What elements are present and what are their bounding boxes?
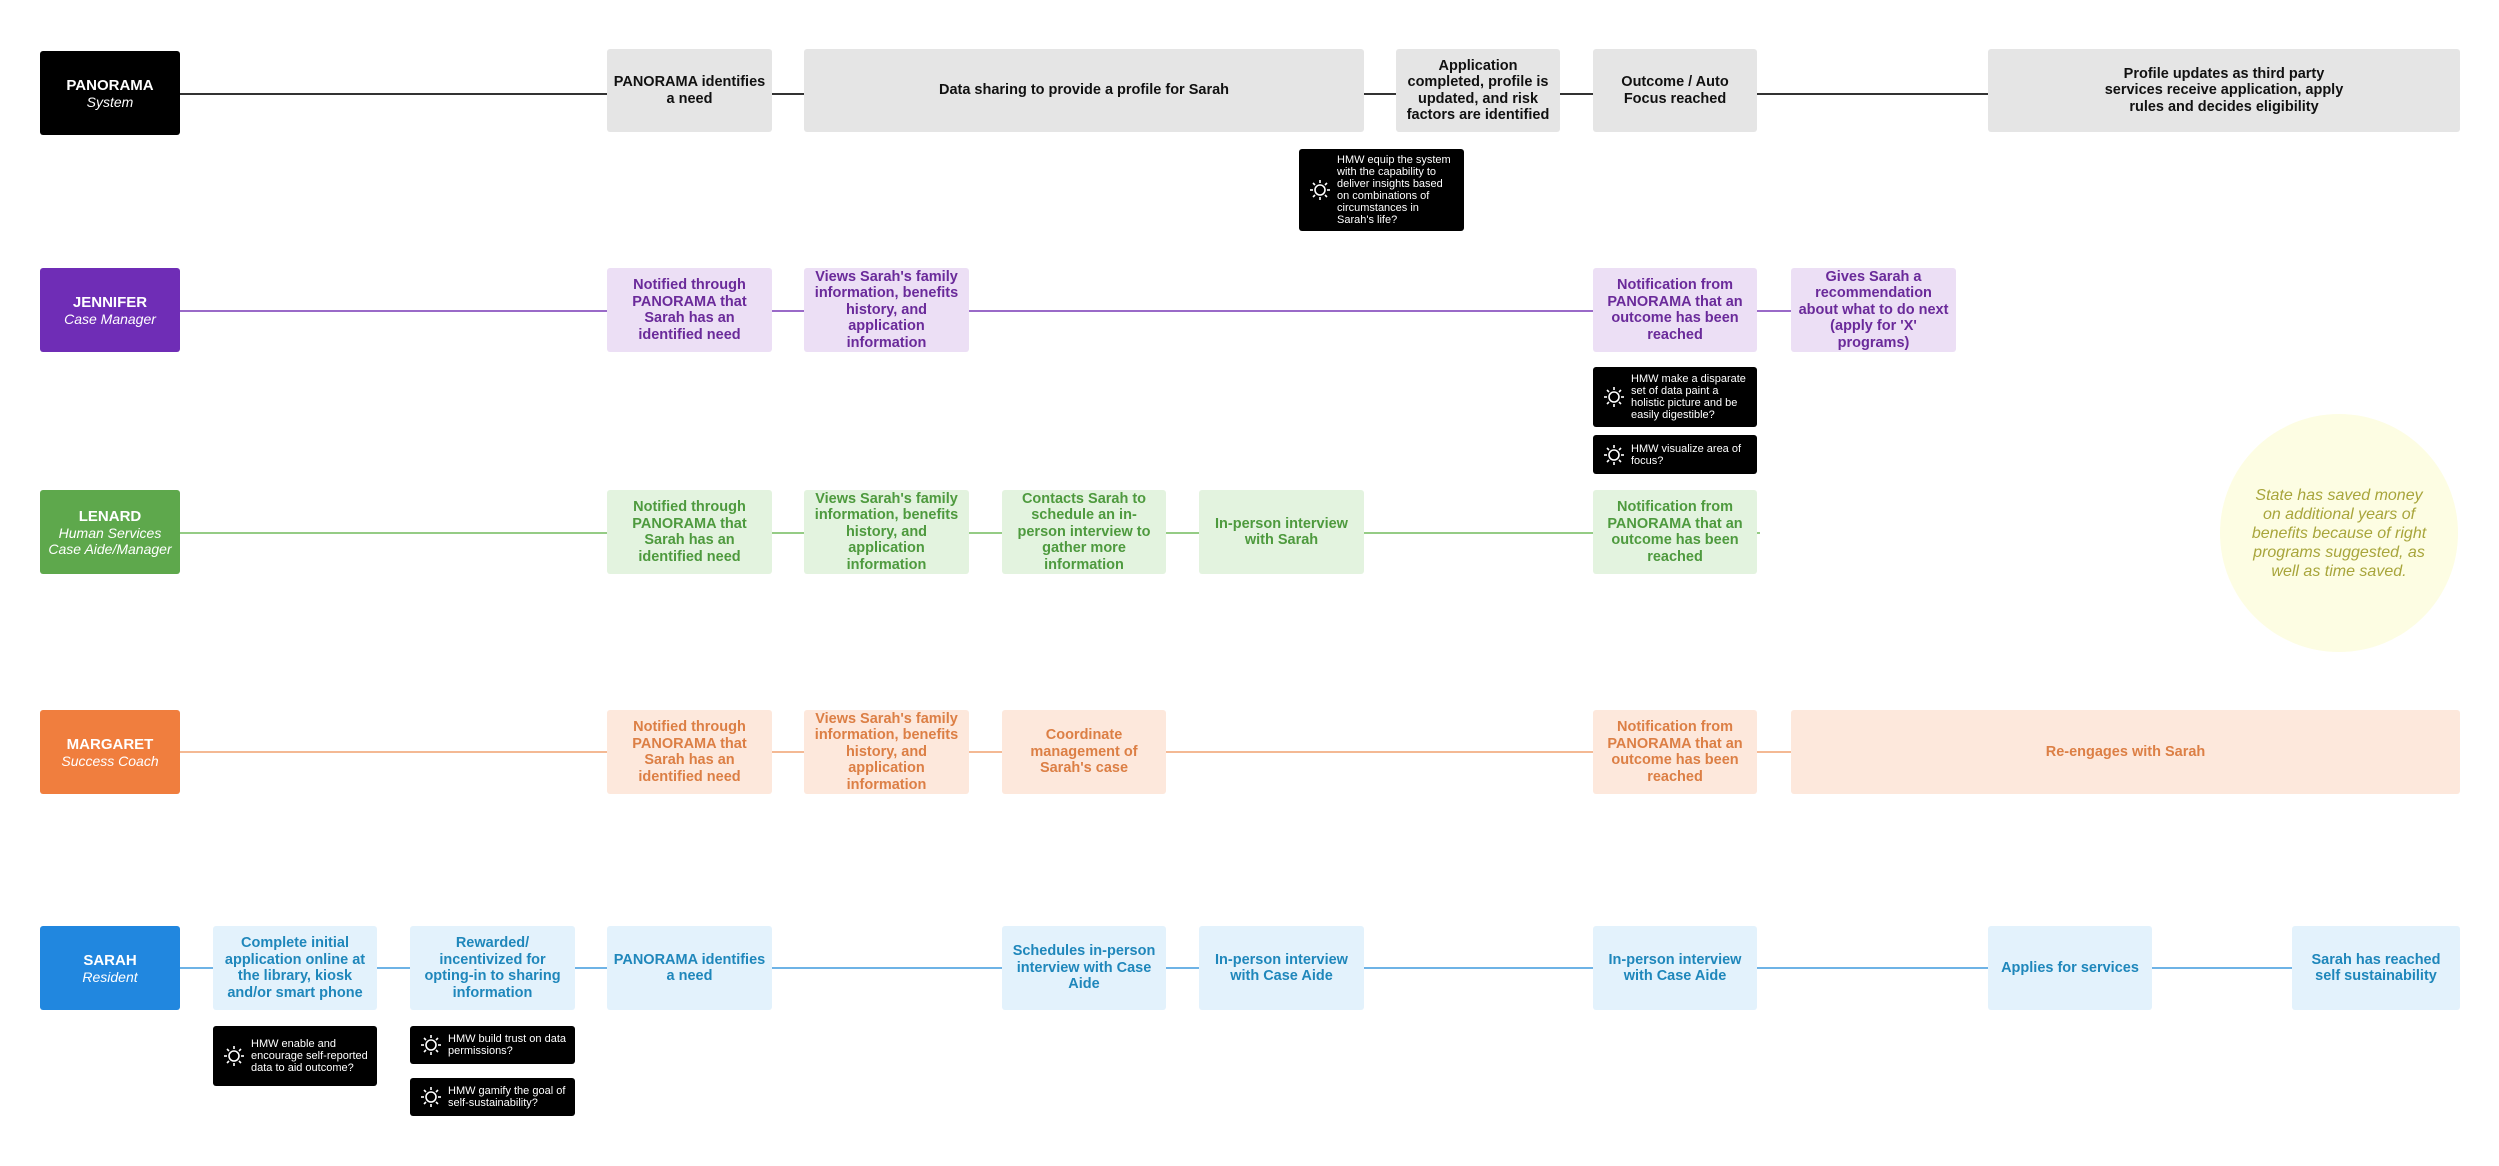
lane-line-lenard [180,532,1760,534]
actor-role: Human Services Case Aide/Manager [48,524,172,557]
step-card: Complete initial application online at t… [213,926,377,1010]
actor-panorama: PANORAMA System [40,51,180,135]
step-card: PANORAMA identifies a need [607,49,772,132]
step-card: Notified through PANORAMA that Sarah has… [607,268,772,352]
step-card: Coordinate management of Sarah's case [1002,710,1166,794]
step-card: Outcome / Auto Focus reached [1593,49,1757,132]
step-card: PANORAMA identifies a need [607,926,772,1010]
hmw-note: HMW equip the system with the capability… [1299,149,1464,231]
actor-lenard: LENARD Human Services Case Aide/Manager [40,490,180,574]
step-card: Notified through PANORAMA that Sarah has… [607,710,772,794]
actor-name: JENNIFER [72,293,148,311]
hmw-note: HMW gamify the goal of self-sustainabili… [410,1078,575,1116]
actor-role: Success Coach [61,752,159,769]
step-card: Notification from PANORAMA that an outco… [1593,268,1757,352]
hmw-note: HMW build trust on data permissions? [410,1026,575,1064]
step-card: In-person interview with Case Aide [1199,926,1364,1010]
step-card: Re-engages with Sarah [1791,710,2460,794]
hmw-text: HMW equip the system with the capability… [1337,154,1451,226]
lightbulb-icon [1310,180,1330,200]
step-card: In-person interview with Sarah [1199,490,1364,574]
actor-role: System [86,93,134,110]
lightbulb-icon [421,1087,441,1107]
step-card: Views Sarah's family information, benefi… [804,490,969,574]
lightbulb-icon [1604,444,1624,465]
actor-role: Case Manager [64,310,156,327]
step-card: Profile updates as third party services … [1988,49,2460,132]
step-card: Application completed, profile is update… [1396,49,1560,132]
step-card: Views Sarah's family information, benefi… [804,268,969,352]
lane-line-margaret [180,751,2460,753]
hmw-text: HMW enable and encourage self-reported d… [251,1038,368,1074]
actor-name: MARGARET [66,735,154,753]
actor-sarah: SARAH Resident [40,926,180,1010]
lightbulb-icon [1604,387,1624,407]
step-card: Gives Sarah a recommendation about what … [1791,268,1956,352]
hmw-text: HMW gamify the goal of self-sustainabili… [448,1085,566,1109]
hmw-note: HMW make a disparate set of data paint a… [1593,367,1757,427]
step-card: Sarah has reached self sustainability [2292,926,2460,1010]
hmw-note: HMW visualize area of focus? [1593,435,1757,474]
step-card: Notification from PANORAMA that an outco… [1593,490,1757,574]
actor-margaret: MARGARET Success Coach [40,710,180,794]
step-card: Rewarded/ incentivized for opting-in to … [410,926,575,1010]
actor-name: SARAH [83,951,137,969]
hmw-note: HMW enable and encourage self-reported d… [213,1026,377,1086]
lightbulb-icon [224,1046,244,1066]
outcome-bubble: State has saved money on additional year… [2220,414,2458,652]
step-card: Schedules in-person interview with Case … [1002,926,1166,1010]
hmw-text: HMW visualize area of focus? [1631,442,1742,467]
actor-role: Resident [82,968,138,985]
step-card: Notification from PANORAMA that an outco… [1593,710,1757,794]
step-card: Views Sarah's family information, benefi… [804,710,969,794]
actor-jennifer: JENNIFER Case Manager [40,268,180,352]
step-card: Notified through PANORAMA that Sarah has… [607,490,772,574]
step-card: Contacts Sarah to schedule an in-person … [1002,490,1166,574]
hmw-text: HMW build trust on data permissions? [448,1033,566,1057]
hmw-text: HMW make a disparate set of data paint a… [1631,373,1746,421]
lightbulb-icon [421,1035,441,1055]
actor-name: PANORAMA [66,76,154,94]
step-card: Data sharing to provide a profile for Sa… [804,49,1364,132]
step-card: Applies for services [1988,926,2152,1010]
actor-name: LENARD [78,507,142,525]
step-card: In-person interview with Case Aide [1593,926,1757,1010]
lane-line-jennifer [180,310,1950,312]
